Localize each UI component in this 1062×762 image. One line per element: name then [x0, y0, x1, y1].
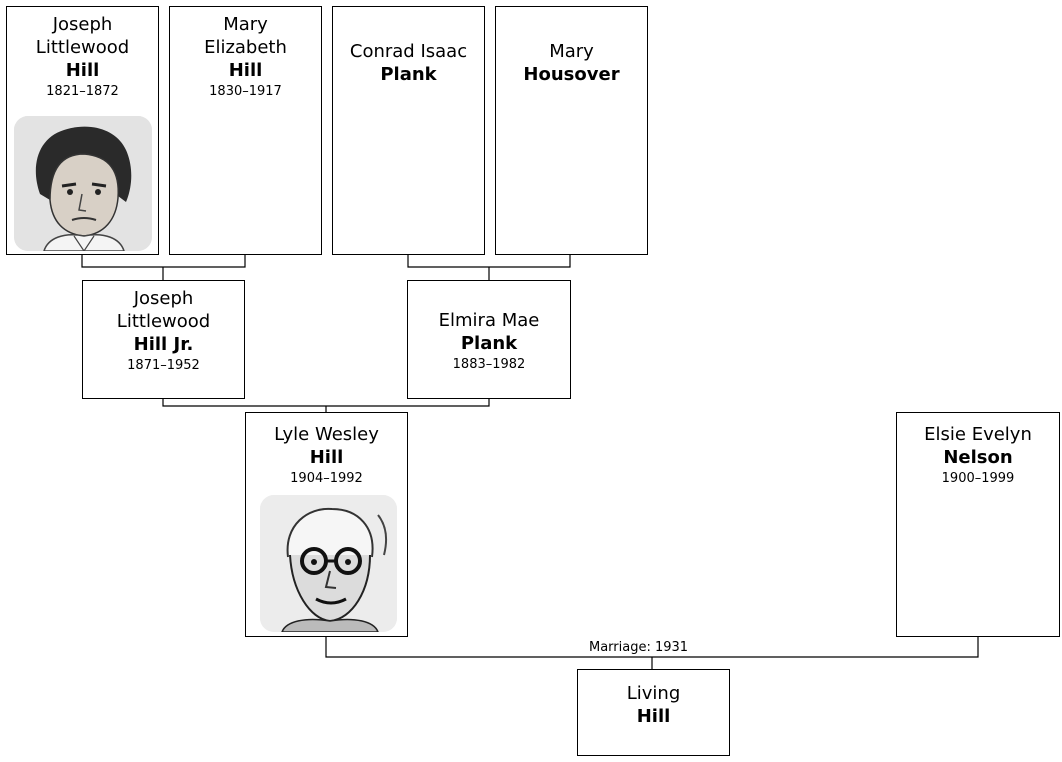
surname: Nelson [943, 447, 1013, 468]
person-card-joseph-littlewood-hill[interactable]: Joseph Littlewood Hill 1821–1872 [6, 6, 159, 255]
given-name: Elmira Mae [438, 310, 540, 331]
person-card-conrad-isaac-plank[interactable]: Conrad Isaac Plank [332, 6, 485, 255]
person-card-elmira-mae-plank[interactable]: Elmira Mae Plank 1883–1982 [407, 280, 571, 399]
given-name: Lyle Wesley [274, 424, 379, 445]
surname: Hill [309, 447, 344, 468]
couple-connector [162, 398, 490, 407]
surname: Hill Jr. [133, 334, 194, 355]
person-card-mary-elizabeth-hill[interactable]: Mary Elizabeth Hill 1830–1917 [169, 6, 322, 255]
couple-connector [81, 254, 246, 268]
given-name: Joseph Littlewood [116, 288, 211, 332]
couple-connector [407, 254, 571, 268]
portrait-lyle-wesley-hill [260, 495, 397, 632]
life-dates: 1830–1917 [209, 84, 282, 99]
person-card-joseph-littlewood-hill-jr[interactable]: Joseph Littlewood Hill Jr. 1871–1952 [82, 280, 245, 399]
portrait-joseph-littlewood-hill [14, 116, 152, 251]
given-name: Conrad Isaac [349, 41, 468, 62]
surname: Hill [65, 60, 100, 81]
life-dates: 1883–1982 [452, 357, 526, 372]
life-dates: 1900–1999 [941, 471, 1015, 486]
life-dates: 1821–1872 [46, 84, 119, 99]
given-name: Joseph Littlewood [35, 14, 130, 58]
surname: Hill [636, 706, 671, 727]
surname: Plank [380, 64, 437, 85]
person-card-living-hill[interactable]: Living Hill [577, 669, 730, 756]
person-card-mary-housover[interactable]: Mary Housover [495, 6, 648, 255]
person-card-lyle-wesley-hill[interactable]: Lyle Wesley Hill 1904–1992 [245, 412, 408, 637]
life-dates: 1904–1992 [290, 471, 363, 486]
surname: Plank [460, 333, 518, 354]
surname: Housover [523, 64, 620, 85]
given-name: Mary Elizabeth [204, 14, 287, 58]
person-card-elsie-evelyn-nelson[interactable]: Elsie Evelyn Nelson 1900–1999 [896, 412, 1060, 637]
life-dates: 1871–1952 [127, 358, 200, 373]
given-name: Living [626, 683, 681, 704]
given-name: Elsie Evelyn [924, 424, 1032, 445]
surname: Hill [228, 60, 263, 81]
marriage-label: Marriage: 1931 [588, 640, 690, 655]
given-name: Mary [549, 41, 594, 62]
